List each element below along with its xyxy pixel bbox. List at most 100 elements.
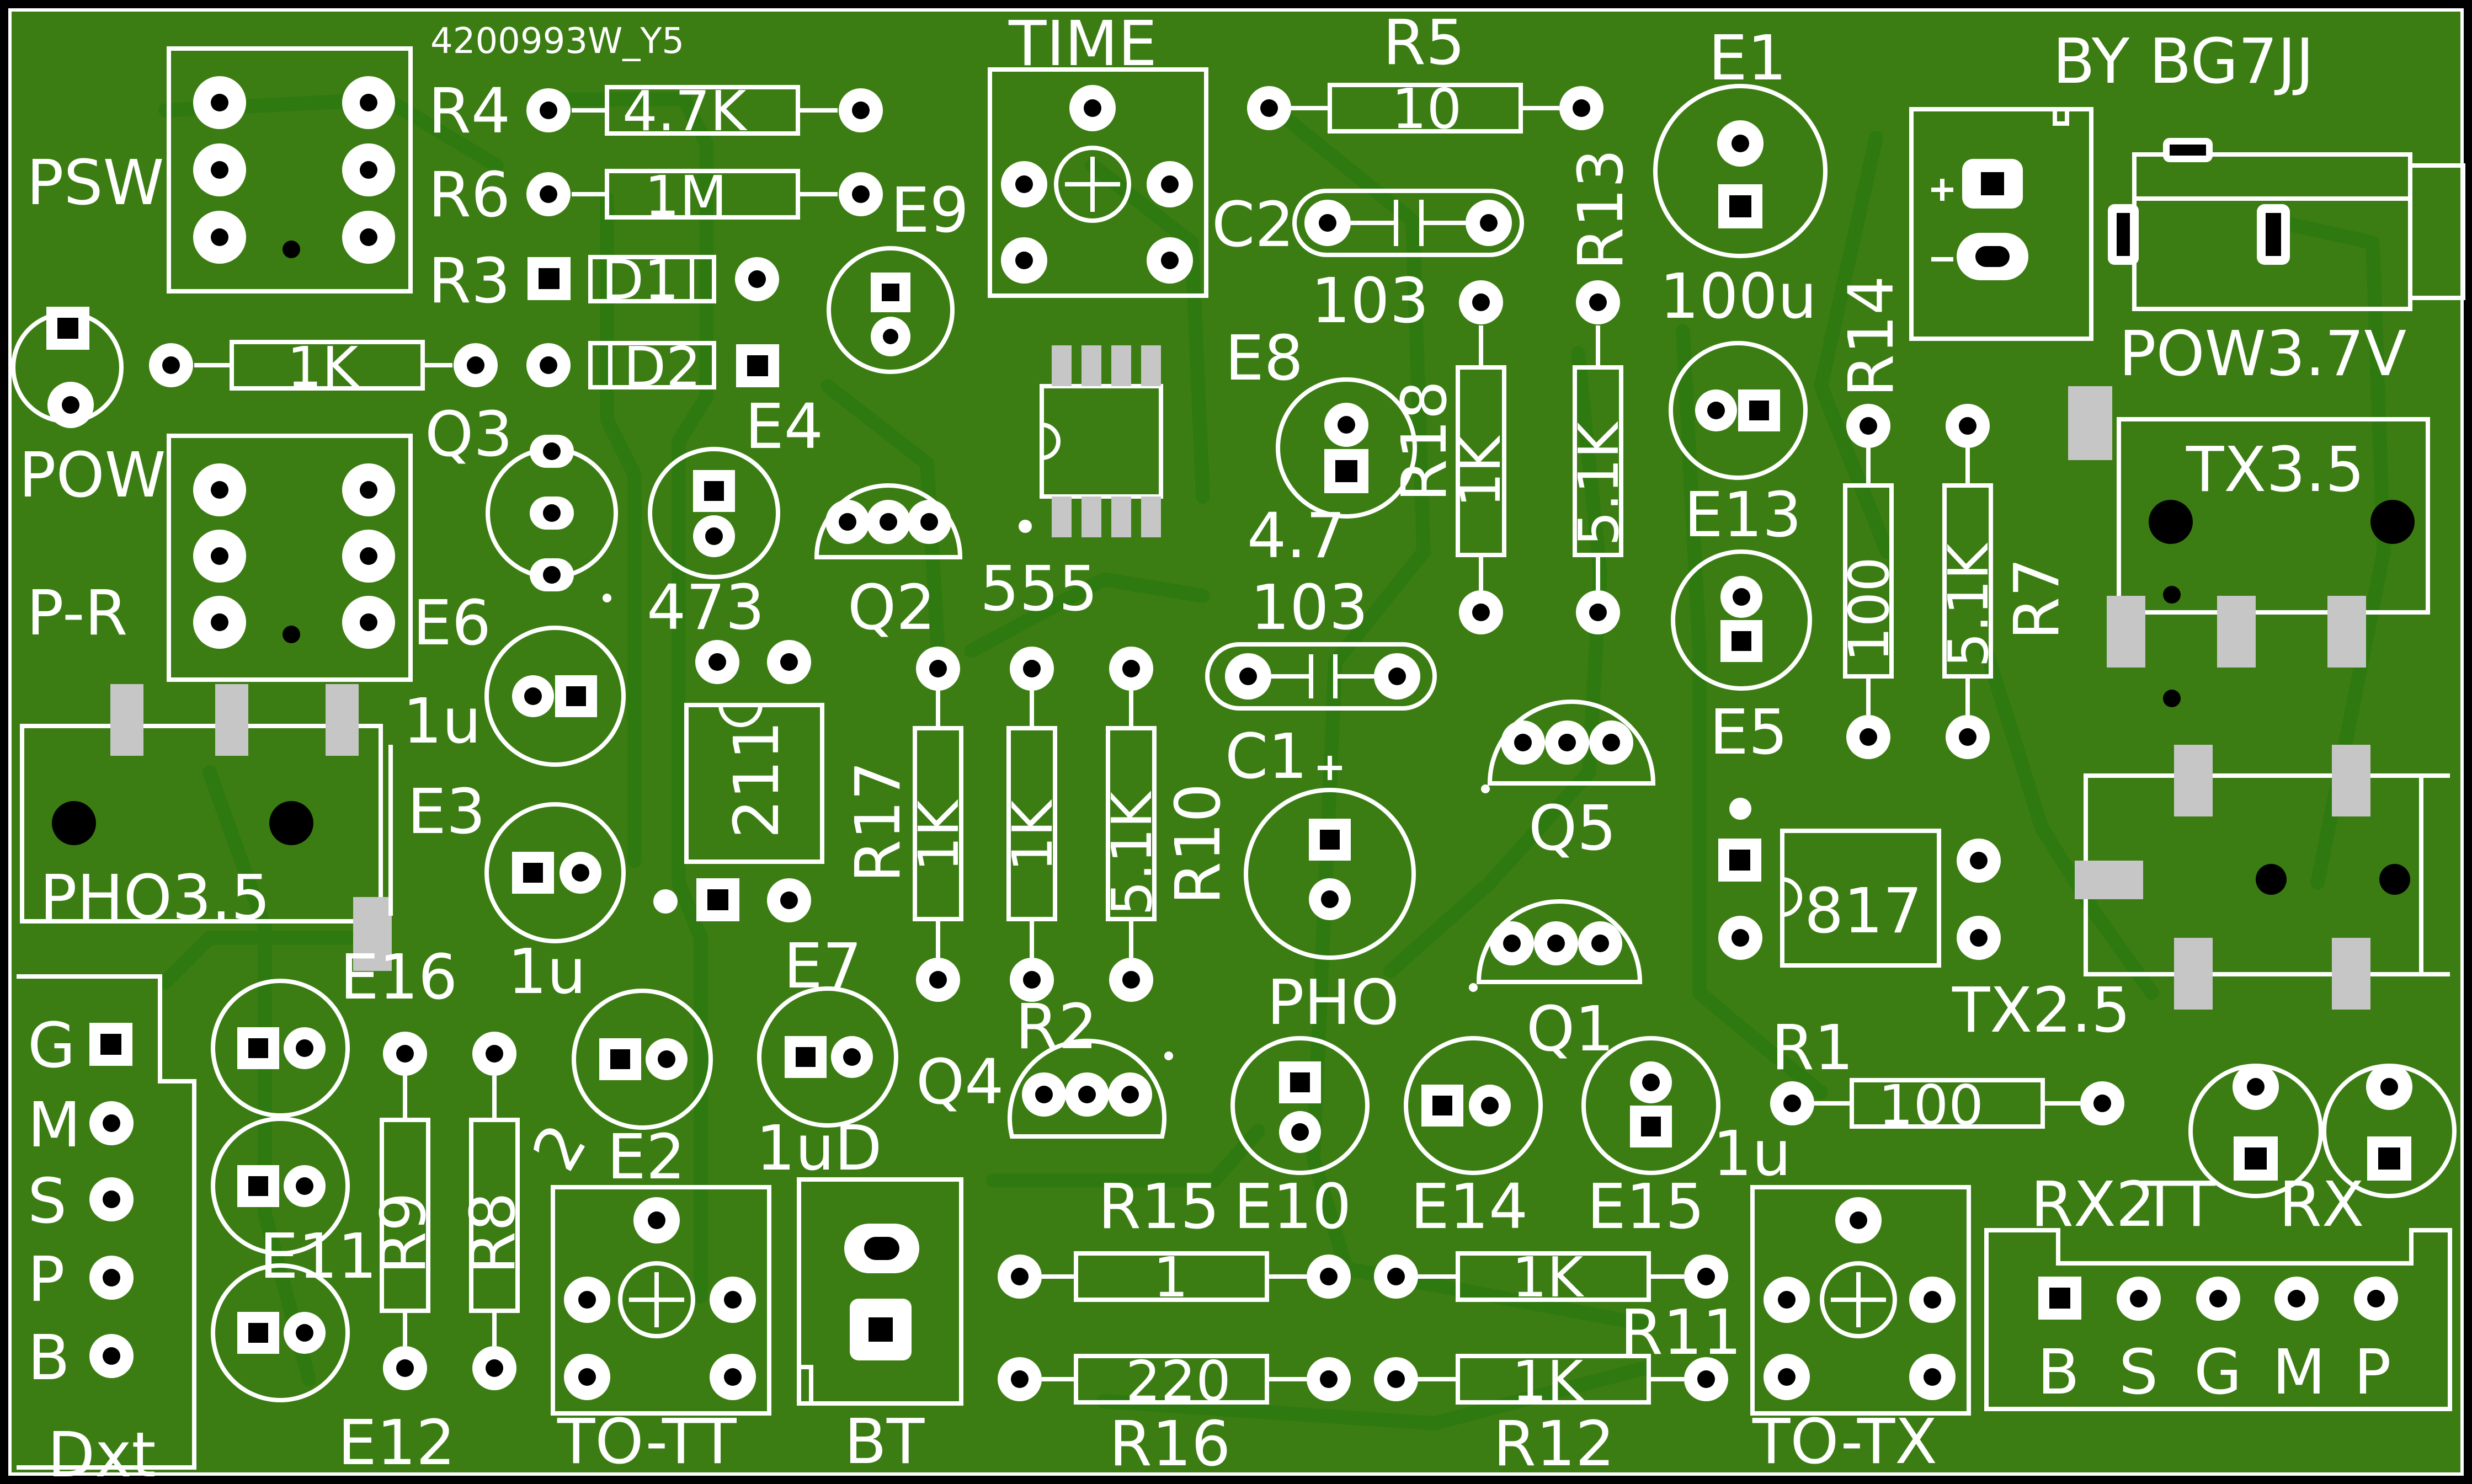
capacitor-e4 xyxy=(648,447,780,579)
resistor-r3 xyxy=(149,340,498,391)
r12-ref: R12 xyxy=(1493,1408,1615,1480)
led-rx xyxy=(2322,1064,2457,1198)
left-pin-p: P xyxy=(28,1244,65,1316)
ic-555 xyxy=(1019,345,1163,537)
e1-value: 100u xyxy=(1660,261,1817,333)
capacitor-e7 xyxy=(757,986,898,1128)
transistor-q5 xyxy=(1481,700,1656,793)
e15-value: 1u xyxy=(1713,1118,1791,1190)
r7-value: 5.1K xyxy=(1936,542,2001,668)
tx35-jack xyxy=(2068,386,2430,668)
capacitor-e5 xyxy=(1671,549,1812,691)
tt-label: TT xyxy=(2140,1169,2215,1241)
e5-ref: E5 xyxy=(1709,697,1788,768)
diode-d2 xyxy=(526,341,779,389)
d1-ref: D1 xyxy=(601,248,679,312)
r14-value: 100 xyxy=(1837,557,1901,662)
r5-value: 10 xyxy=(1392,77,1462,141)
resistor-r4 xyxy=(526,85,883,136)
e8-value: 4.7 xyxy=(1247,500,1345,572)
left-pin-g: G xyxy=(28,1010,76,1082)
e4-value: 473 xyxy=(647,572,765,644)
transistor-q1 xyxy=(1469,899,1643,992)
q1-ref: Q1 xyxy=(1526,994,1614,1065)
right-pin-m: M xyxy=(2272,1337,2326,1408)
p-r-switch xyxy=(167,434,413,682)
board-code: 4200993W_Y5 xyxy=(430,21,684,62)
e3-value: 1u xyxy=(508,936,586,1008)
psw-label: PSW xyxy=(26,147,164,219)
e7-value: 1uD xyxy=(756,1113,882,1184)
led-rx2 xyxy=(2188,1064,2323,1198)
r16-ref: R16 xyxy=(1109,1408,1230,1480)
e8-ref: E8 xyxy=(1225,323,1303,394)
e13-ref: E13 xyxy=(1684,479,1802,551)
capacitor-e12 xyxy=(211,1263,350,1402)
e12-ref: E12 xyxy=(338,1407,455,1479)
r10-ref: R10 xyxy=(1163,783,1234,905)
battery-connector xyxy=(1909,107,2093,341)
r18-value: 1K xyxy=(1448,435,1513,508)
e15-ref: E15 xyxy=(1587,1171,1704,1243)
r13-ref: R13 xyxy=(1565,149,1637,270)
capacitor-e15 xyxy=(1581,1036,1720,1175)
capacitor-e2 xyxy=(572,989,713,1130)
psw-switch xyxy=(167,46,413,293)
capacitor-e10 xyxy=(1230,1036,1370,1175)
e2-ref: E2 xyxy=(607,1122,685,1193)
r16-value: 220 xyxy=(1126,1349,1231,1413)
time-potentiometer xyxy=(988,67,1208,298)
capacitor-e16 xyxy=(211,979,350,1118)
to-tx-potentiometer xyxy=(1750,1185,1971,1416)
r11-value: 1K xyxy=(1512,1245,1585,1310)
opto-817-label: 817 xyxy=(1804,876,1922,947)
pow37-switch xyxy=(2108,138,2465,311)
right-pin-p: P xyxy=(2354,1337,2391,1408)
tx25-label: TX2.5 xyxy=(1952,975,2130,1047)
p-r-label: P-R xyxy=(26,578,127,649)
r10-value: 5.1K xyxy=(1100,791,1164,916)
r15-ref: R15 xyxy=(1098,1171,1219,1243)
resistor-r5 xyxy=(1247,83,1603,134)
left-pin-s: S xyxy=(28,1166,67,1237)
r1-ref: R1 xyxy=(1771,1012,1853,1084)
left-header xyxy=(17,974,196,1470)
e6-value: 1u xyxy=(403,686,481,757)
r6-value: 1M xyxy=(644,164,727,228)
bt-label: BT xyxy=(844,1406,925,1478)
capacitor-e13 xyxy=(1669,341,1808,480)
q2-ref: Q2 xyxy=(848,572,935,644)
e9-ref: E9 xyxy=(891,175,969,247)
r1-value: 100 xyxy=(1878,1073,1984,1138)
pho-sensor xyxy=(1244,756,1416,960)
r17-value: 1K xyxy=(907,799,971,872)
tx25-jack xyxy=(2075,690,2450,1010)
capacitor-e14 xyxy=(1404,1036,1543,1175)
r17-ref: R17 xyxy=(843,761,914,883)
ic-555-label: 555 xyxy=(980,553,1098,625)
q3-ref: Q3 xyxy=(425,399,513,471)
ic-211 xyxy=(653,640,824,922)
r2-value: 1K xyxy=(1000,799,1065,872)
c1-ref: C1 xyxy=(1225,721,1307,793)
e6-ref: E6 xyxy=(413,588,491,659)
resistor-r7 xyxy=(1942,404,1993,759)
pow-label: POW xyxy=(19,440,166,511)
right-header xyxy=(1984,1228,2452,1411)
r8-ref: R8 xyxy=(457,1192,529,1274)
ic-211-label: 211 xyxy=(721,720,793,839)
e4-ref: E4 xyxy=(745,391,823,463)
resistor-r6 xyxy=(526,169,883,220)
resistor-r16 xyxy=(998,1354,1351,1405)
resistor-r9 xyxy=(380,1032,430,1390)
capacitor-e11 xyxy=(211,1117,350,1256)
e11-ref: E11 xyxy=(259,1221,377,1293)
r15-value: 1 xyxy=(1153,1245,1189,1310)
to-tt-label: TO-TT xyxy=(557,1406,737,1478)
e1-ref: E1 xyxy=(1708,23,1787,94)
right-pin-b: B xyxy=(2037,1337,2080,1408)
r2-ref: R2 xyxy=(1015,991,1098,1063)
capacitor-c2 xyxy=(1292,189,1524,257)
resistor-r17 xyxy=(913,647,963,1002)
